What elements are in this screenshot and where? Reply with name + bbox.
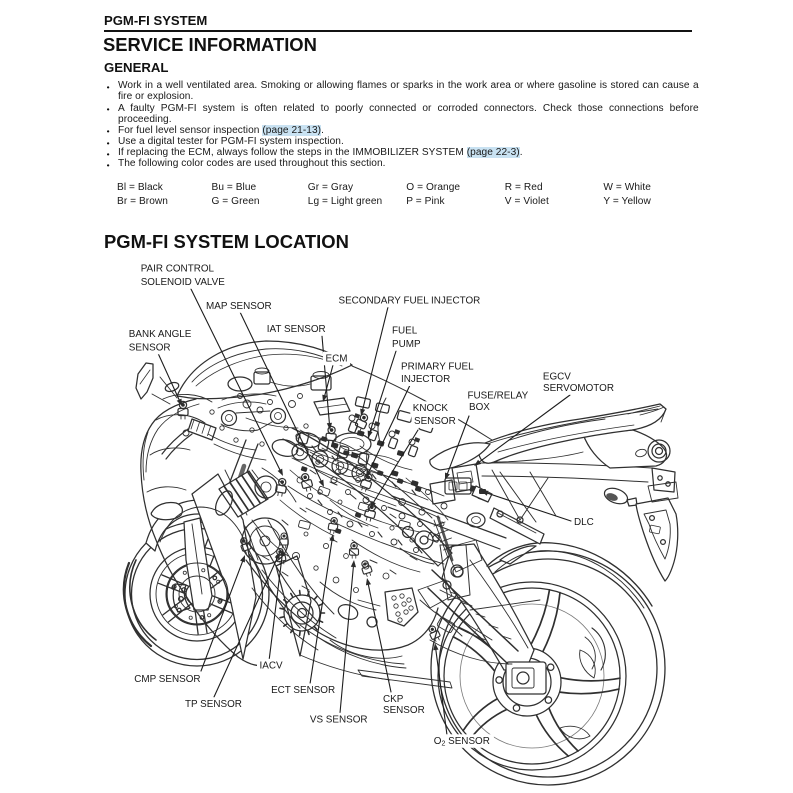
svg-text:IACV: IACV xyxy=(260,660,283,671)
svg-text:PRIMARY FUEL: PRIMARY FUEL xyxy=(401,361,474,372)
svg-text:PUMP: PUMP xyxy=(392,339,421,350)
svg-text:MAP SENSOR: MAP SENSOR xyxy=(206,301,272,312)
svg-text:CKP: CKP xyxy=(383,694,404,705)
svg-text:CMP SENSOR: CMP SENSOR xyxy=(134,674,200,685)
svg-text:SERVOMOTOR: SERVOMOTOR xyxy=(543,383,614,394)
svg-text:BANK ANGLE: BANK ANGLE xyxy=(129,329,192,340)
svg-text:TP SENSOR: TP SENSOR xyxy=(185,699,242,710)
svg-text:EGCV: EGCV xyxy=(543,371,571,382)
svg-text:ECM: ECM xyxy=(326,353,348,364)
svg-text:FUSE/RELAY: FUSE/RELAY xyxy=(468,390,529,401)
svg-text:SENSOR: SENSOR xyxy=(383,705,425,716)
svg-text:DLC: DLC xyxy=(574,517,594,528)
svg-text:IAT SENSOR: IAT SENSOR xyxy=(267,324,326,335)
svg-text:INJECTOR: INJECTOR xyxy=(401,374,450,385)
svg-text:KNOCK: KNOCK xyxy=(413,403,449,414)
svg-text:ECT SENSOR: ECT SENSOR xyxy=(271,685,335,696)
svg-text:VS SENSOR: VS SENSOR xyxy=(310,714,368,725)
svg-text:FUEL: FUEL xyxy=(392,325,418,336)
svg-text:SENSOR: SENSOR xyxy=(414,416,456,427)
svg-text:PAIR CONTROL: PAIR CONTROL xyxy=(141,263,215,274)
svg-text:BOX: BOX xyxy=(469,402,490,413)
svg-text:SOLENOID VALVE: SOLENOID VALVE xyxy=(141,277,226,288)
svg-text:SECONDARY FUEL INJECTOR: SECONDARY FUEL INJECTOR xyxy=(339,295,481,306)
svg-text:SENSOR: SENSOR xyxy=(129,342,171,353)
svg-text:O2 SENSOR: O2 SENSOR xyxy=(434,736,490,748)
